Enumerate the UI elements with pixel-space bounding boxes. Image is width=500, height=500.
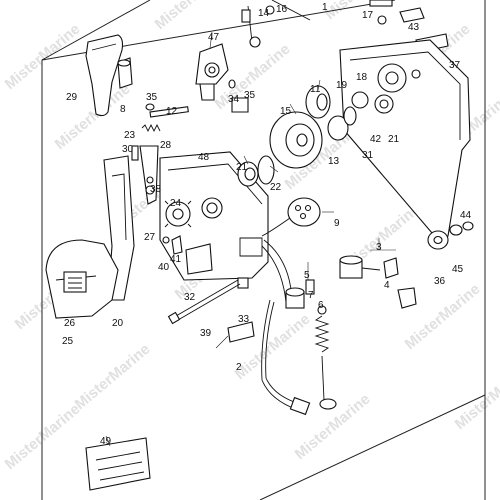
part-cylinder-11: [305, 85, 331, 119]
part-switch-4: [339, 255, 381, 279]
callout-number: 28: [160, 140, 172, 151]
part-pin-12: [149, 106, 189, 118]
part-spring-28: [141, 123, 161, 133]
part-washer-35: [145, 103, 155, 111]
part-button-26: [63, 271, 87, 293]
part-cover-plate: [339, 39, 471, 241]
callout-number: 13: [328, 156, 340, 167]
part-pin-41: [171, 235, 183, 255]
part-switch-5: [285, 287, 305, 309]
part-bracket-32: [185, 243, 213, 275]
callout-number: 23: [124, 130, 136, 141]
part-block-33: [237, 277, 249, 289]
callout-number: 25: [62, 336, 74, 347]
part-cap-8: [117, 57, 133, 89]
part-disk-15: [269, 111, 323, 169]
callout-number: 1: [322, 2, 328, 13]
part-nut-45: [449, 224, 463, 236]
part-washer-40: [162, 236, 170, 244]
part-key-3: [383, 257, 399, 279]
callout-number: 36: [434, 276, 446, 287]
callout-number: 2: [236, 362, 242, 373]
callout-number: 7: [308, 290, 314, 301]
callout-number: 35: [146, 92, 158, 103]
part-nut-24: [145, 185, 155, 195]
part-cord-6: [314, 305, 337, 410]
callout-number: 24: [170, 198, 182, 209]
callout-number: 6: [318, 300, 324, 311]
callout-number: 15: [280, 106, 292, 117]
part-gear-27: [164, 200, 192, 228]
part-washer-35b: [228, 79, 236, 89]
callout-number: 14: [258, 8, 270, 19]
part-clip-34: [231, 97, 249, 113]
part-washer-38: [146, 176, 154, 184]
watermark-text: MisterMarine: [452, 361, 500, 434]
callout-number: 40: [158, 262, 170, 273]
part-bracket-47: [195, 43, 229, 101]
part-relay-7: [305, 279, 315, 295]
callout-number: 44: [460, 210, 472, 221]
callout-number: 32: [184, 292, 196, 303]
part-rod-16: [265, 0, 311, 21]
part-ring-13: [327, 106, 357, 141]
part-label-kit-49: [85, 437, 151, 491]
callout-number: 33: [238, 314, 250, 325]
leader-lines: [105, 31, 396, 447]
callout-number: 38: [150, 184, 162, 195]
callout-number: 4: [384, 280, 390, 291]
part-pin-30: [131, 145, 139, 161]
callout-number: 5: [304, 270, 310, 281]
part-housing-48: [159, 151, 269, 281]
part-ring-21: [237, 161, 259, 187]
wiring-harness: [261, 239, 311, 416]
callout-number: 34: [228, 94, 240, 105]
part-handle-29: [85, 34, 124, 117]
callout-number: 3: [376, 242, 382, 253]
part-nut-44: [462, 221, 474, 231]
callout-number: 19: [336, 80, 348, 91]
callout-number: 26: [64, 318, 76, 329]
callout-number: 21: [236, 162, 248, 173]
callout-number: 21: [388, 134, 400, 145]
callout-number: 37: [449, 60, 461, 71]
part-plate-2: [227, 321, 255, 343]
callout-number: 30: [122, 144, 134, 155]
callout-number: 41: [170, 254, 182, 265]
callout-number: 9: [334, 218, 340, 229]
callout-number: 11: [310, 84, 321, 95]
callout-number: 27: [144, 232, 156, 243]
callout-number: 18: [356, 72, 368, 83]
watermark-text: MisterMarine: [2, 401, 84, 474]
callout-number: 12: [166, 106, 178, 117]
callout-number: 8: [120, 104, 126, 115]
part-cap-3b: [397, 287, 417, 309]
callout-number: 29: [66, 92, 78, 103]
callout-number: 43: [408, 22, 420, 33]
callout-number: 35: [244, 90, 256, 101]
part-connector-9: [261, 197, 321, 237]
watermark-text: MisterMarine: [72, 341, 154, 414]
callout-number: 17: [362, 10, 374, 21]
part-ring-22: [257, 155, 275, 185]
watermark-text: MisterMarine: [152, 0, 234, 33]
callout-number: 42: [370, 134, 382, 145]
part-bolt-39: [167, 279, 241, 325]
callout-number: 20: [112, 318, 124, 329]
callout-number: 16: [276, 4, 288, 15]
callout-number: 22: [270, 182, 282, 193]
part-bolt-17: [369, 0, 393, 25]
callout-number: 47: [208, 32, 220, 43]
callout-number: 39: [200, 328, 212, 339]
callout-number: 49: [100, 436, 112, 447]
callout-number: 45: [452, 264, 464, 275]
callout-number: 31: [362, 150, 374, 161]
part-rod-14: [241, 5, 261, 48]
part-grommet-36: [427, 230, 449, 250]
callout-number: 48: [198, 152, 210, 163]
watermark-text: MisterMarine: [2, 21, 84, 94]
